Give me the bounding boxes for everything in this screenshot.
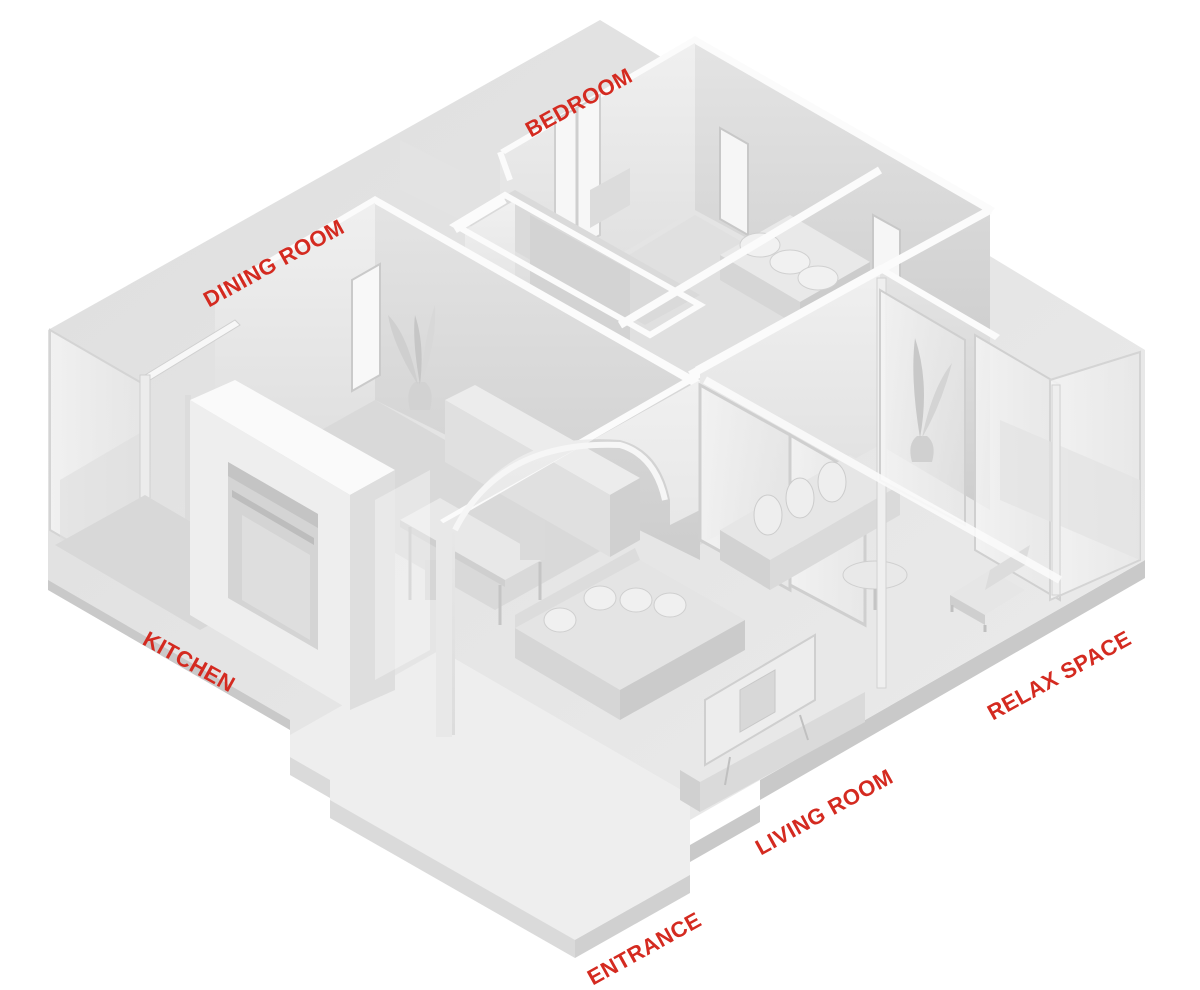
tv-stand — [680, 680, 865, 812]
arch-doorway — [436, 370, 705, 737]
plant — [388, 305, 436, 410]
tv — [704, 633, 816, 786]
sideboard — [445, 385, 640, 557]
wall-tops — [453, 150, 1062, 584]
kitchen-cabinet — [190, 380, 395, 710]
sofa — [720, 455, 900, 590]
plant — [910, 338, 952, 462]
kitchen-area — [49, 319, 430, 710]
side-table — [842, 560, 908, 610]
sectional-sofa — [515, 548, 745, 720]
relax-space-area — [876, 265, 1141, 689]
